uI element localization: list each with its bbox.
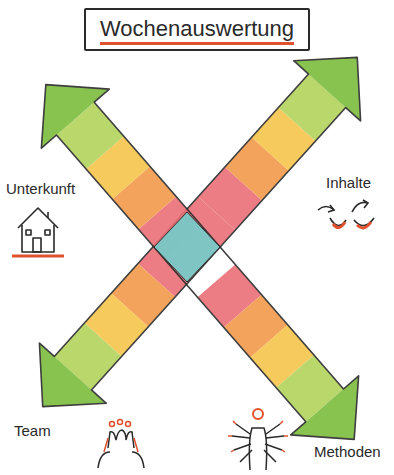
center-square (154, 212, 220, 282)
content-icon (318, 200, 374, 228)
methods-label: Methoden (314, 443, 381, 460)
title-box: Wochenauswertung (84, 8, 310, 51)
team-icon (98, 420, 144, 469)
arrow-a (12, 55, 388, 469)
house-icon (12, 208, 64, 256)
content-label: Inhalte (326, 174, 371, 191)
accommodation-label: Unterkunft (6, 180, 75, 197)
arrow-b (9, 27, 390, 436)
team-label: Team (14, 422, 51, 439)
methods-icon (228, 409, 288, 470)
title-text: Wochenauswertung (100, 16, 294, 45)
